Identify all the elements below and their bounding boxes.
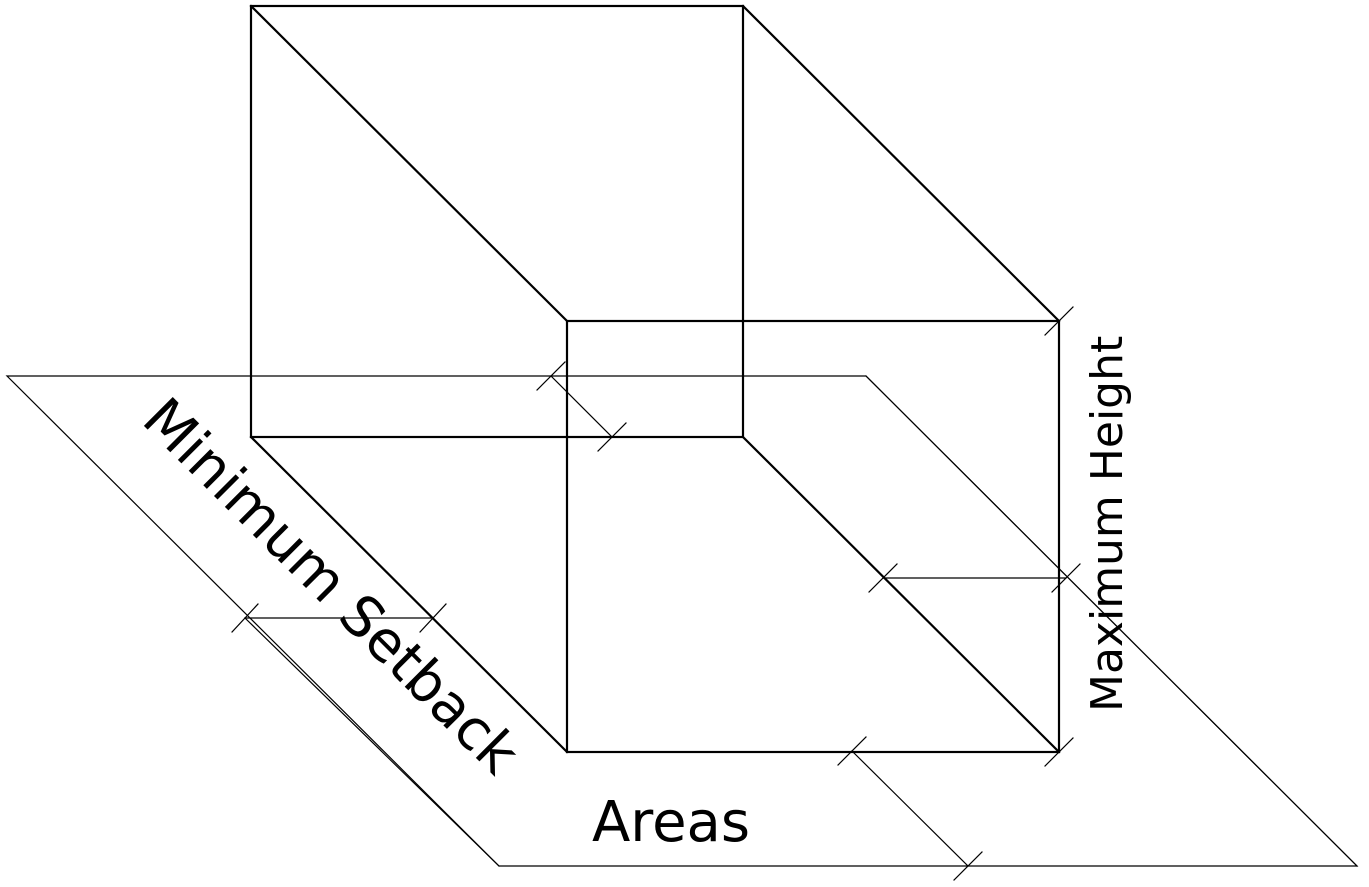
dimension-setback-top	[536, 361, 627, 452]
building-edge-top-left	[249, 4, 569, 323]
setback-line-right	[865, 375, 1358, 867]
building-edge-bottom-right	[741, 435, 1061, 754]
building-front-face	[565, 319, 1061, 754]
building-back-face	[249, 4, 745, 439]
label-minimum-setback: Minimum Setback	[130, 386, 532, 788]
dimension-setback-right	[868, 563, 1081, 593]
dimension-height-ticks	[1044, 306, 1074, 767]
label-maximum-height: Maximum Height	[1082, 336, 1133, 712]
label-areas: Areas	[592, 790, 750, 855]
dimension-setback-bottom	[837, 736, 983, 881]
building-edge-top-right	[741, 4, 1061, 323]
dimension-setback-left	[231, 603, 447, 633]
building-edge-bottom-left	[249, 435, 569, 754]
setback-line-left	[244, 617, 500, 867]
